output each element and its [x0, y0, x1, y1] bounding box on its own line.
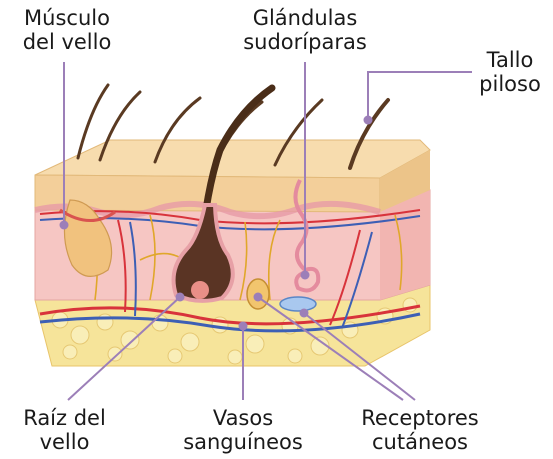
label-vasos: Vasos sanguíneos: [168, 406, 318, 454]
label-musculo-line1: Músculo: [2, 6, 132, 30]
label-tallo: Tallo piloso: [470, 48, 550, 96]
receptor-disc: [280, 297, 316, 311]
label-receptores-line2: cutáneos: [345, 430, 495, 454]
label-tallo-line2: piloso: [470, 72, 550, 96]
label-glandulas-line2: sudoríparas: [225, 30, 385, 54]
label-musculo-line2: del vello: [2, 30, 132, 54]
epidermis-top: [35, 140, 430, 178]
label-receptores: Receptores cutáneos: [345, 406, 495, 454]
label-raiz-line2: vello: [2, 430, 127, 454]
label-vasos-line1: Vasos: [168, 406, 318, 430]
label-receptores-line1: Receptores: [345, 406, 495, 430]
hair-bulb: [191, 281, 209, 299]
label-glandulas: Glándulas sudoríparas: [225, 6, 385, 54]
label-glandulas-line1: Glándulas: [225, 6, 385, 30]
label-raiz-line1: Raíz del: [2, 406, 127, 430]
label-tallo-line1: Tallo: [470, 48, 550, 72]
label-musculo-vello: Músculo del vello: [2, 6, 132, 54]
label-vasos-line2: sanguíneos: [168, 430, 318, 454]
label-raiz: Raíz del vello: [2, 406, 127, 454]
